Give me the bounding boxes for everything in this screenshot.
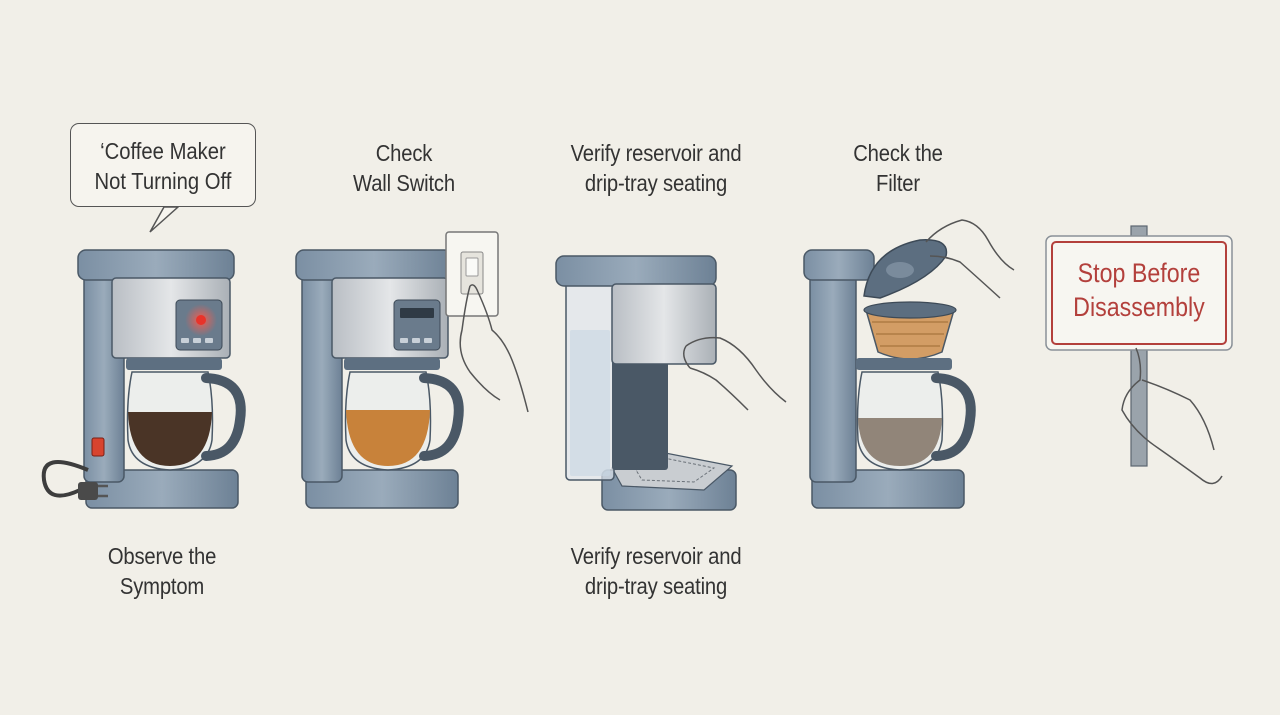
hand-icon: [685, 336, 787, 411]
carafe-handle: [931, 373, 976, 461]
coffee-maker-2: [295, 231, 529, 509]
step-label-symptom-problem: ‘Coffee Maker Not Turning Off: [94, 138, 232, 194]
hand-icon: [459, 285, 529, 413]
step-label-wall-switch: Check Wall Switch: [353, 140, 455, 196]
steel-panel: [611, 283, 717, 365]
speech-bubble: [70, 123, 256, 207]
coffee-maker-1: [41, 206, 246, 509]
coffee-liquid: [128, 412, 212, 466]
red-indicator-icon: [196, 315, 206, 325]
step-label-reservoir-bottom: Verify reservoir and drip-tray seating: [570, 543, 742, 599]
step-label-observe-symptom: Observe the Symptom: [107, 543, 217, 599]
sign-board: [1045, 235, 1233, 351]
coffee-maker-3: [555, 255, 787, 511]
power-switch: [91, 437, 105, 457]
wall-switch-icon: [445, 231, 499, 317]
machine-top: [77, 249, 235, 281]
coffee-maker-4: [803, 219, 1015, 509]
machine-top: [555, 255, 717, 287]
coffee-liquid: [346, 410, 430, 466]
power-plug-icon: [78, 482, 108, 500]
machine-top: [295, 249, 453, 281]
coffee-liquid: [858, 418, 942, 466]
power-cord: [41, 460, 89, 498]
step-label-filter: Check the Filter: [853, 140, 943, 196]
hand-icon: [1121, 347, 1223, 485]
stop-sign-label: Stop Before Disassembly: [1073, 258, 1205, 322]
hand-icon: [925, 219, 1015, 299]
stop-sign-icon: [1045, 225, 1233, 485]
carafe-handle: [201, 373, 246, 461]
carafe-handle: [419, 373, 464, 461]
machine-body: [612, 360, 668, 470]
bubble-tail: [149, 206, 180, 233]
step-label-reservoir: Verify reservoir and drip-tray seating: [570, 140, 742, 196]
machine-body: [809, 261, 857, 483]
